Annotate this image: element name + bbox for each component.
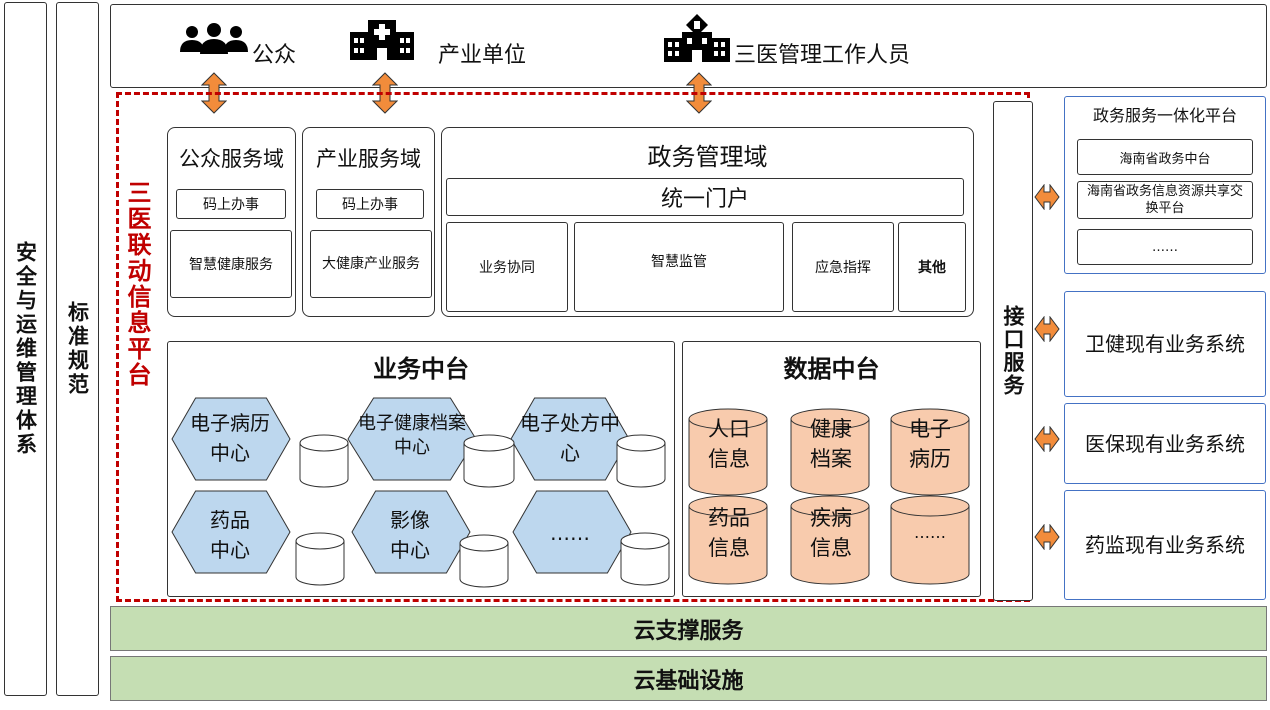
government-building-icon: [664, 14, 730, 62]
cloud-support-services: 云支撑服务: [110, 606, 1267, 651]
interface-service: 接口服务: [993, 101, 1033, 601]
standards-label: 标准规范: [65, 301, 90, 397]
business-centers: [171, 397, 670, 588]
security-ops-label: 安全与运维管理体系: [13, 241, 38, 457]
hex-drug: [171, 490, 291, 574]
industry-domain-title: 产业服务域: [316, 147, 421, 171]
cylinder-drug: [295, 532, 345, 586]
industry-qr-service: 码上办事: [316, 189, 424, 219]
industry-big-health: 大健康产业服务: [310, 230, 432, 298]
unified-portal: 统一门户: [446, 178, 964, 216]
gov-service-platform-title: 政务服务一体化平台: [1092, 106, 1237, 125]
hex-more: [512, 490, 632, 574]
hainan-gov-middle-platform: 海南省政务中台: [1077, 139, 1253, 175]
medical-insurance-system: 医保现有业务系统: [1064, 403, 1266, 484]
drug-regulation-system: 药监现有业务系统: [1064, 490, 1266, 600]
arrow-health-system: [1034, 316, 1060, 342]
data-platform-title: 数据中台: [783, 354, 880, 383]
gov-module-smart-supervision: 智慧监管: [574, 222, 784, 312]
cylinder-imaging: [459, 534, 509, 588]
gov-module-other: 其他: [898, 222, 966, 312]
platform-title-text: 三医联动信息平台: [123, 180, 151, 388]
gov-platform-more: ……: [1077, 229, 1253, 265]
arrow-insurance-system: [1034, 426, 1060, 452]
public-qr-service: 码上办事: [176, 189, 286, 219]
security-ops-column: 安全与运维管理体系: [4, 2, 47, 696]
hex-eprescription: [510, 397, 630, 481]
data-stores: [688, 408, 970, 585]
cylinder-more: [620, 532, 670, 586]
hex-imaging: [351, 490, 471, 574]
arrow-gov-platform: [1034, 184, 1060, 210]
hainan-data-exchange-platform: 海南省政务信息资源共享交换平台: [1077, 181, 1253, 219]
user-staff-label: 三医管理工作人员: [734, 43, 911, 68]
hex-ehr: [347, 397, 477, 481]
gov-module-emergency: 应急指挥: [792, 222, 894, 312]
store-cylinder-2: [790, 408, 870, 496]
health-commission-system: 卫健现有业务系统: [1064, 291, 1266, 397]
store-cylinder-1: [688, 408, 768, 496]
store-cylinder-4: [688, 495, 768, 585]
cloud-infrastructure: 云基础设施: [110, 656, 1267, 701]
store-cylinder-5: [790, 495, 870, 585]
medical-insurance-system-label: 医保现有业务系统: [1085, 431, 1245, 456]
user-industry-label: 产业单位: [438, 43, 527, 68]
store-cylinder-3: [890, 408, 970, 496]
hex-emr: [171, 397, 291, 481]
arrow-drug-system: [1034, 524, 1060, 550]
health-commission-system-label: 卫健现有业务系统: [1085, 332, 1245, 356]
cylinder-emr: [299, 434, 349, 488]
cylinder-ehr: [463, 434, 515, 488]
platform-title: 三医联动信息平台: [120, 180, 152, 392]
cylinder-eprescription: [616, 434, 666, 488]
store-cylinder-6: [890, 495, 970, 585]
public-smart-health: 智慧健康服务: [170, 230, 292, 298]
gov-module-collaboration: 业务协同: [446, 222, 568, 312]
gov-domain-title: 政务管理域: [647, 142, 768, 171]
standards-column: 标准规范: [56, 2, 99, 696]
public-domain-title: 公众服务域: [179, 147, 284, 171]
user-public-label: 公众: [252, 43, 297, 68]
hospital-icon: [350, 20, 414, 60]
people-icon: [180, 23, 248, 54]
business-platform-title: 业务中台: [373, 354, 469, 383]
interface-service-label: 接口服务: [1001, 305, 1025, 397]
drug-regulation-system-label: 药监现有业务系统: [1085, 533, 1245, 557]
